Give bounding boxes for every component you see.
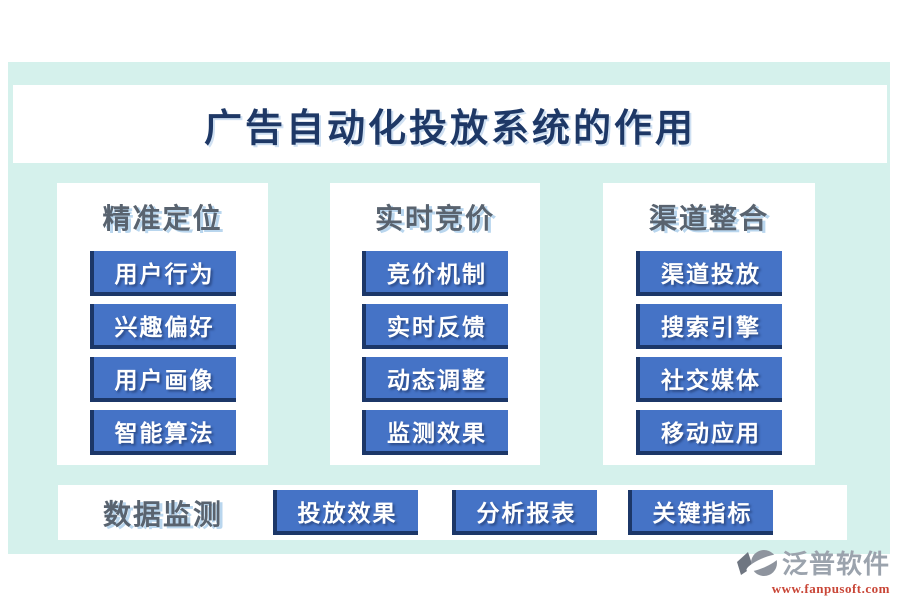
fanpu-logo-icon [736, 549, 778, 581]
feature-item: 关键指标 [628, 490, 773, 535]
brand-name: 泛普软件 [781, 550, 890, 579]
column-header: 渠道整合 [648, 204, 769, 235]
bottom-card-data-monitoring: 数据监测 投放效果 分析报表 关键指标 [58, 485, 847, 540]
bottom-row-header: 数据监测 [102, 499, 223, 531]
feature-item: 用户行为 [89, 251, 236, 296]
column-card-channel-integration: 渠道整合 渠道投放 搜索引擎 社交媒体 移动应用 [603, 183, 815, 465]
brand-url: www.fanpusoft.com [771, 581, 890, 596]
feature-item: 竞价机制 [362, 251, 508, 296]
feature-item: 分析报表 [452, 490, 597, 535]
feature-item: 搜索引擎 [636, 304, 782, 349]
column-card-precise-targeting: 精准定位 用户行为 兴趣偏好 用户画像 智能算法 [57, 183, 268, 465]
feature-item: 社交媒体 [636, 357, 782, 402]
feature-item: 移动应用 [636, 410, 782, 455]
title-card: 广告自动化投放系统的作用 [13, 85, 887, 163]
footer-brand-block: 泛普软件 www.fanpusoft.com [736, 549, 890, 597]
feature-item: 智能算法 [89, 410, 236, 455]
page-title: 广告自动化投放系统的作用 [203, 107, 696, 150]
feature-item: 实时反馈 [362, 304, 508, 349]
feature-item: 渠道投放 [636, 251, 782, 296]
column-header: 精准定位 [102, 204, 223, 235]
feature-item: 动态调整 [362, 357, 508, 402]
column-header: 实时竞价 [374, 204, 495, 235]
column-card-realtime-bidding: 实时竞价 竞价机制 实时反馈 动态调整 监测效果 [330, 183, 540, 465]
feature-item: 监测效果 [362, 410, 508, 455]
feature-item: 投放效果 [273, 490, 418, 535]
feature-item: 兴趣偏好 [89, 304, 236, 349]
feature-item: 用户画像 [89, 357, 236, 402]
